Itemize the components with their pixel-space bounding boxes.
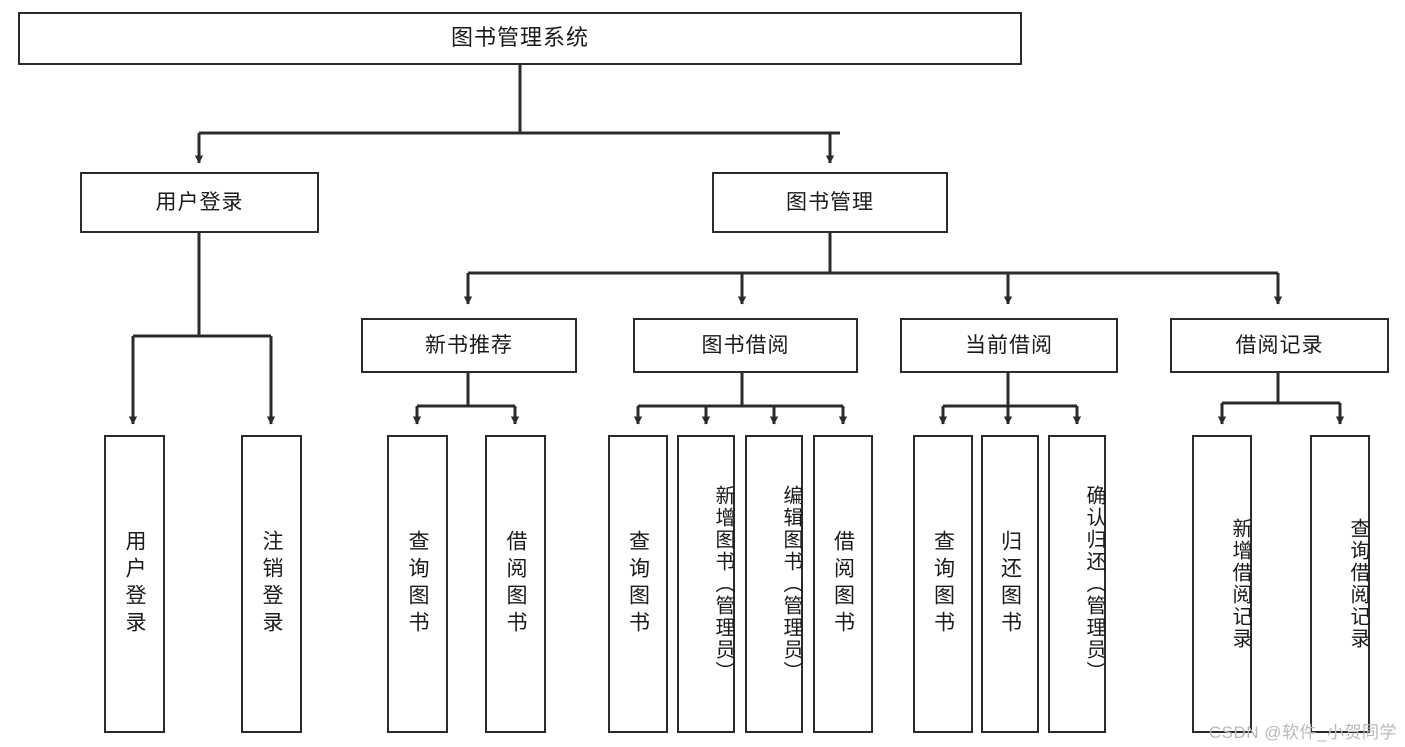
leaf-confirm-return-admin[interactable]: 确认归还（管理员） [1048,435,1106,733]
node-borrow-record[interactable]: 借阅记录 [1170,318,1389,373]
leaf-borrow-book[interactable]: 借阅图书 [813,435,873,733]
node-book-borrow[interactable]: 图书借阅 [633,318,858,373]
node-current-borrow[interactable]: 当前借阅 [900,318,1118,373]
leaf-add-book-admin[interactable]: 新增图书（管理员） [677,435,735,733]
leaf-query-book-recommend[interactable]: 查询图书 [387,435,448,733]
leaf-query-borrow-record[interactable]: 查询借阅记录 [1310,435,1370,733]
leaf-add-borrow-record[interactable]: 新增借阅记录 [1192,435,1252,733]
leaf-return-book[interactable]: 归还图书 [981,435,1039,733]
node-new-book-recommend[interactable]: 新书推荐 [361,318,577,373]
leaf-logout-login[interactable]: 注销登录 [241,435,302,733]
node-book-management[interactable]: 图书管理 [712,172,948,233]
node-root-system[interactable]: 图书管理系统 [18,12,1022,65]
leaf-query-book-borrow[interactable]: 查询图书 [608,435,668,733]
leaf-edit-book-admin[interactable]: 编辑图书（管理员） [745,435,803,733]
leaf-query-book-current[interactable]: 查询图书 [913,435,973,733]
watermark-label: CSDN @软件_小贺同学 [1208,723,1397,742]
leaf-borrow-book-recommend[interactable]: 借阅图书 [485,435,546,733]
leaf-user-login[interactable]: 用户登录 [104,435,165,733]
node-user-login[interactable]: 用户登录 [80,172,319,233]
